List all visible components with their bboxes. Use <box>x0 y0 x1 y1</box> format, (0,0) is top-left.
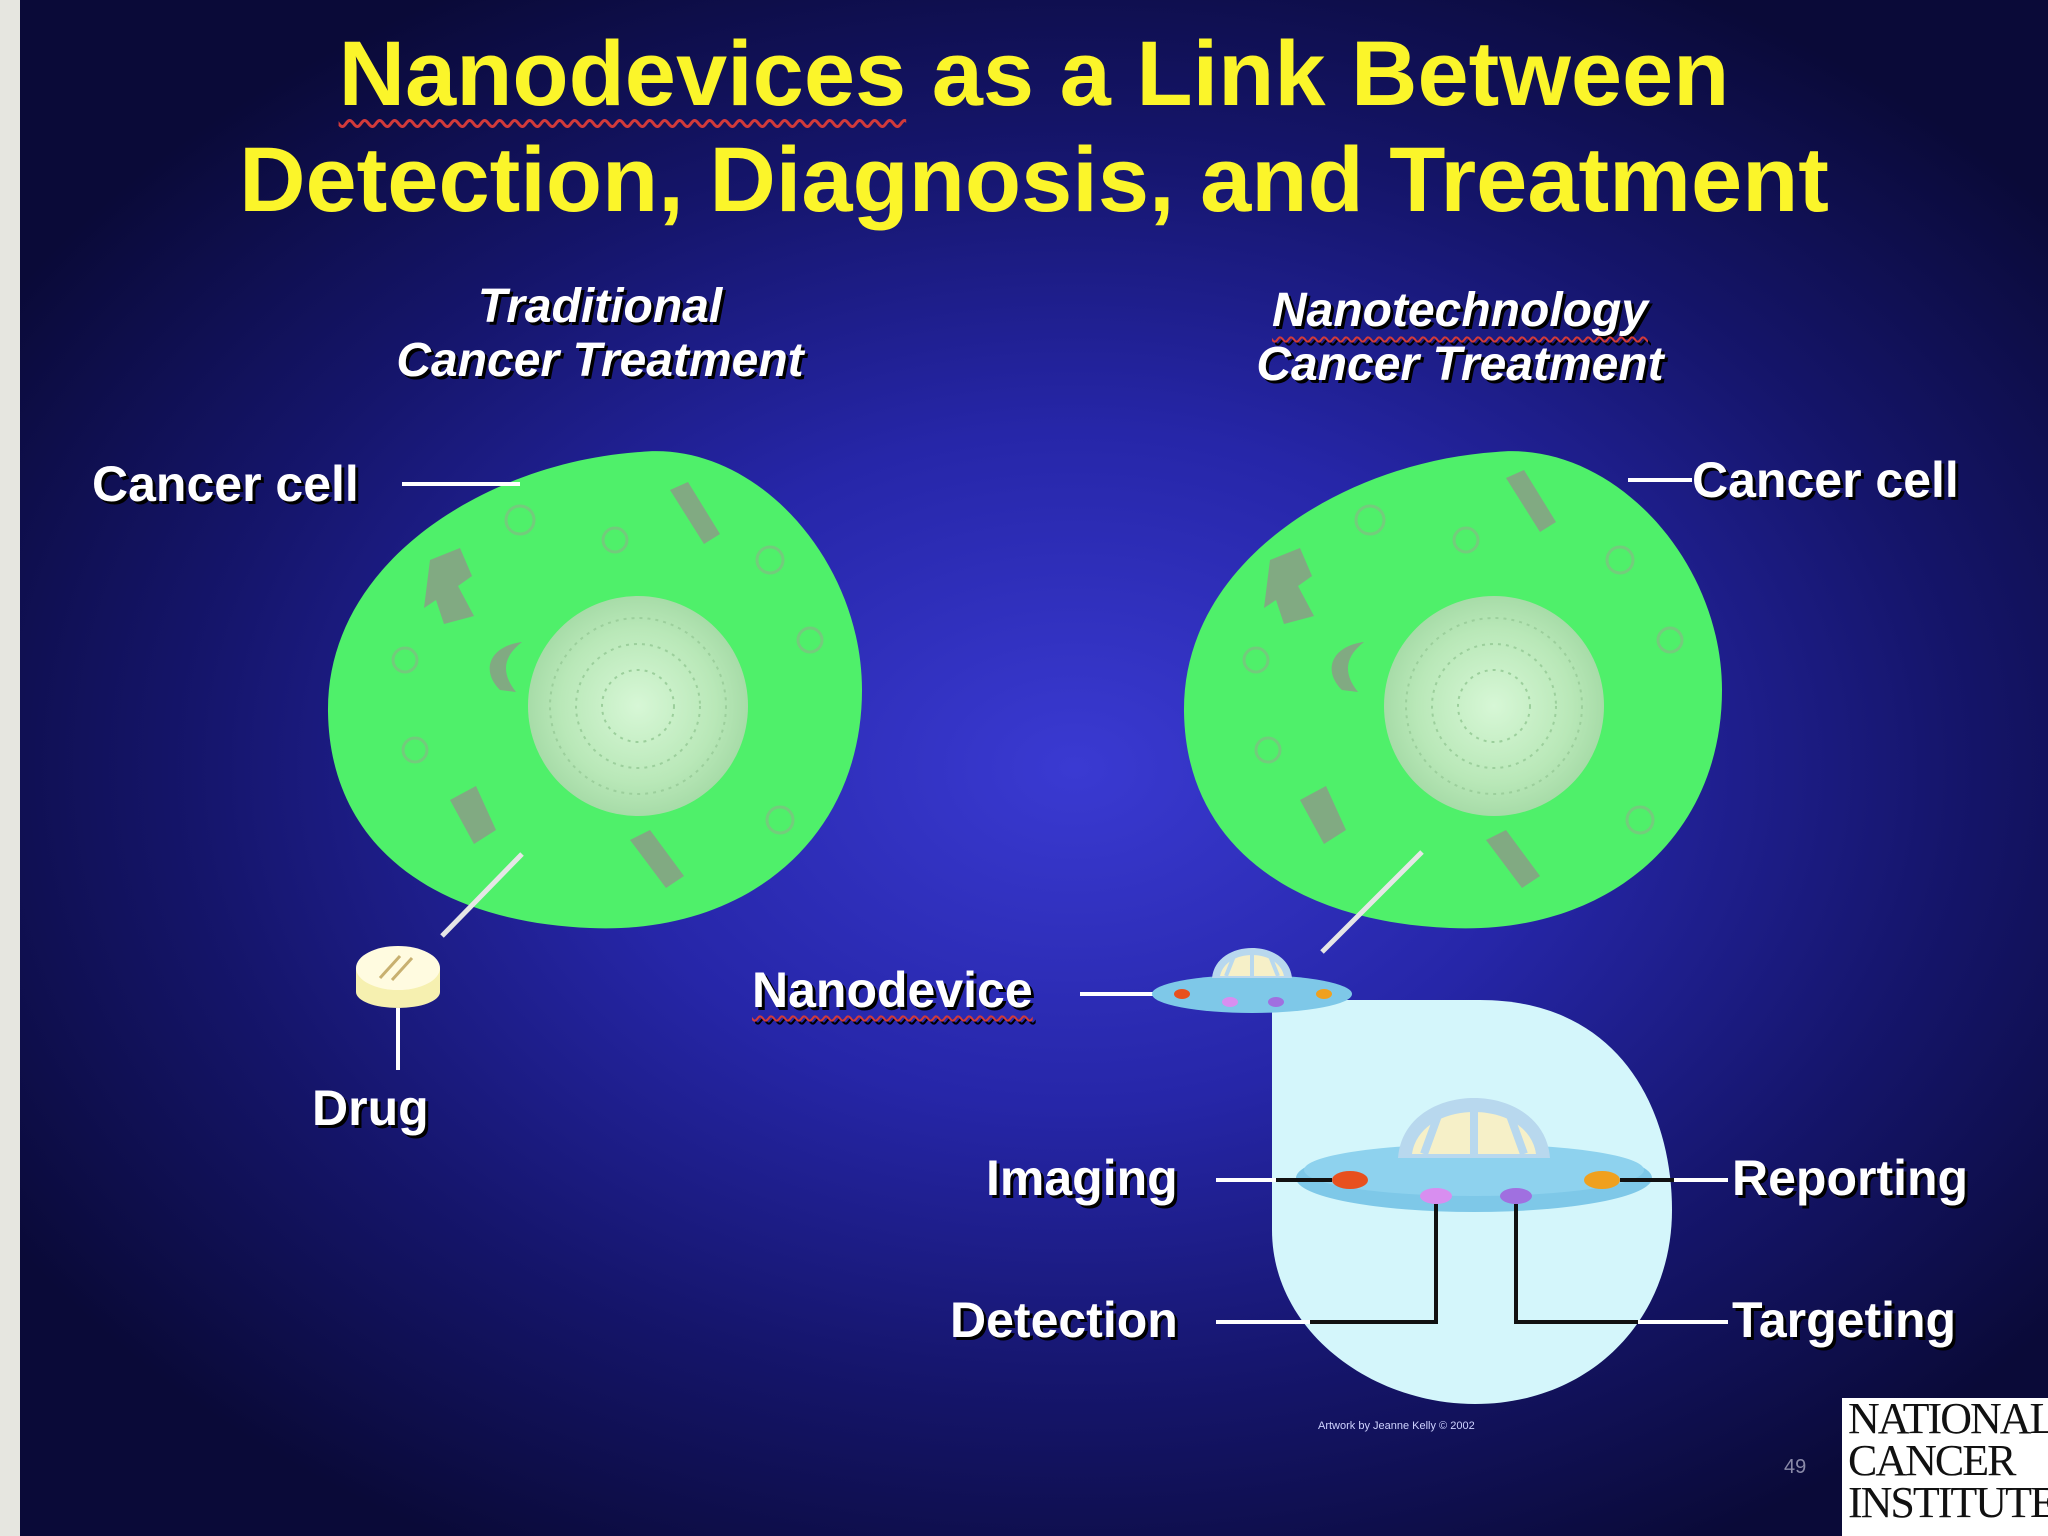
title-line-2: Detection, Diagnosis, and Treatment <box>239 129 1829 231</box>
small-nanodevice <box>1080 948 1352 1013</box>
logo-line-2: CANCER <box>1848 1436 2016 1485</box>
right-nanodevice-pointer <box>1320 850 1424 954</box>
detection-label: Detection <box>950 1292 1178 1348</box>
large-nanodevice <box>1296 1098 1652 1212</box>
logo-line-3: INSTITUTE <box>1848 1478 2048 1527</box>
page-number: 49 <box>1784 1456 1807 1478</box>
title-line-1-rest: as a Link Between <box>906 23 1730 125</box>
left-drug-pointer <box>440 852 524 938</box>
right-heading-line-2: Cancer Treatment <box>1256 338 1664 391</box>
imaging-label: Imaging <box>986 1150 1178 1206</box>
left-cancer-cell-label: Cancer cell <box>92 456 359 512</box>
drug-pill <box>356 946 440 1070</box>
right-heading-line-1: Nanotechnology <box>1271 284 1648 337</box>
nanodevice-label: Nanodevice <box>752 962 1033 1018</box>
right-nucleus <box>1384 596 1604 816</box>
reporting-dot <box>1584 1171 1620 1189</box>
right-organelles <box>1264 470 1556 888</box>
left-cancer-cell <box>327 451 862 938</box>
title-line-1: Nanodevices as a Link Between <box>20 22 2048 126</box>
title-highlight: Nanodevices <box>338 23 907 125</box>
right-cancer-cell-label: Cancer cell <box>1692 452 1959 508</box>
targeting-dot <box>1500 1188 1532 1204</box>
slide: Nanodevices as a Link Between Detection,… <box>20 0 2048 1536</box>
detection-dot <box>1420 1188 1452 1204</box>
targeting-label: Targeting <box>1732 1292 1957 1348</box>
left-nucleus <box>528 596 748 816</box>
nci-logo: NATIONAL CANCER INSTITUTE <box>1842 1398 2048 1536</box>
function-leaders <box>1216 1178 1728 1324</box>
left-organelles <box>424 482 720 888</box>
left-heading-line-1: Traditional <box>477 280 723 333</box>
diagram-canvas <box>327 451 1728 1404</box>
logo-line-1: NATIONAL <box>1848 1398 2048 1443</box>
artwork-credit: Artwork by Jeanne Kelly © 2002 <box>1318 1420 1475 1432</box>
left-heading-line-2: Cancer Treatment <box>396 334 804 387</box>
reporting-label: Reporting <box>1732 1150 1969 1206</box>
right-cancer-cell <box>1183 451 1722 954</box>
imaging-dot <box>1332 1171 1368 1189</box>
drug-label: Drug <box>312 1080 429 1136</box>
left-heading: Traditional Cancer Treatment <box>350 280 850 388</box>
right-heading: Nanotechnology Cancer Treatment <box>1200 284 1720 392</box>
